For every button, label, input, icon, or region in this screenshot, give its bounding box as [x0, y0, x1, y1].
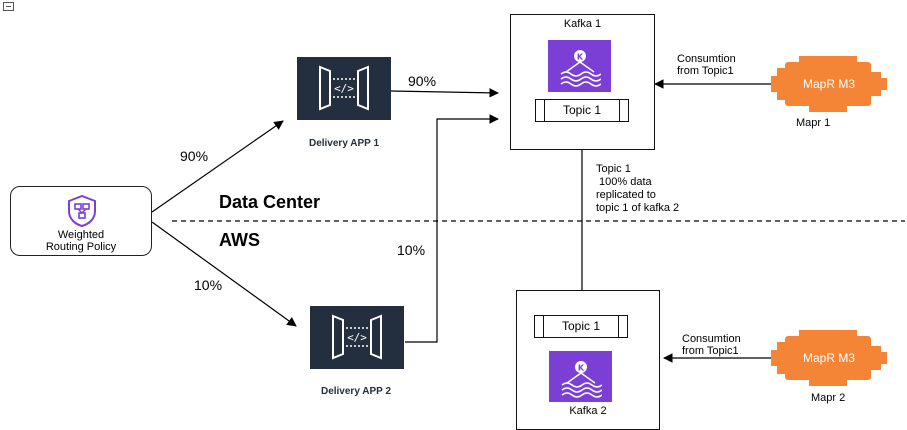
- replication-note-line4: topic 1 of kafka 2: [596, 202, 680, 214]
- policy-label-line1: Weighted: [57, 229, 105, 241]
- kafka1-topic-label: Topic 1: [562, 103, 602, 117]
- mapr2-node[interactable]: MapR M3: [771, 330, 887, 386]
- arrow-app1-kafka1: [390, 88, 499, 98]
- routing-policy-node[interactable]: Weighted Routing Policy: [10, 186, 152, 256]
- kafka2-topic-label: Topic 1: [561, 319, 601, 333]
- mapr1-consumption-line2: from Topic1: [677, 65, 734, 77]
- replication-note-line3: replicated to: [596, 189, 656, 201]
- mapr1-consumption-line1: Consumtion: [677, 53, 736, 65]
- engine-icon: [771, 56, 887, 112]
- replication-note-line2: 100% data: [596, 176, 652, 188]
- mapr2-consumption-line2: from Topic1: [682, 345, 739, 357]
- kafka1-topic[interactable]: Topic 1: [535, 99, 629, 122]
- mapr1-node[interactable]: MapR M3: [771, 56, 887, 112]
- delivery-app2-node[interactable]: </>: [310, 306, 404, 369]
- kafka1-title: Kafka 1: [563, 18, 602, 30]
- kafka2-title: Kafka 2: [569, 405, 607, 417]
- mapr2-badge: MapR M3: [802, 351, 855, 365]
- app1-to-kafka1-percent: 90%: [408, 73, 437, 89]
- arrow-app2-kafka1: [405, 114, 499, 343]
- app2-to-kafka1-percent: 10%: [397, 242, 426, 258]
- arrow-policy-app2: [151, 221, 297, 327]
- delivery-app1-label: Delivery APP 1: [308, 138, 380, 149]
- api-gateway-icon: </>: [319, 65, 369, 111]
- kafka-msk-icon: K: [549, 351, 612, 402]
- delivery-app2-label: Delivery APP 2: [320, 386, 392, 397]
- kafka2-container[interactable]: Topic 1 K Kafka 2: [516, 290, 660, 430]
- collapse-menu-icon[interactable]: [3, 2, 14, 11]
- svg-text:</>: </>: [334, 82, 354, 95]
- mapr1-name: Mapr 1: [796, 117, 831, 129]
- svg-text:K: K: [577, 53, 584, 62]
- kafka1-container[interactable]: Kafka 1 K Topic 1: [510, 14, 655, 150]
- zone-label-data-center: Data Center: [219, 192, 321, 212]
- mapr2-consumption-line1: Consumtion: [682, 333, 741, 345]
- delivery-app1-node[interactable]: </>: [297, 57, 391, 120]
- kafka-msk-icon: K: [548, 40, 611, 92]
- svg-text:K: K: [578, 364, 585, 373]
- svg-text:</>: </>: [347, 331, 367, 344]
- arrow-policy-app1: [151, 120, 284, 213]
- mapr1-badge: MapR M3: [802, 77, 855, 91]
- policy-label-line2: Routing Policy: [45, 241, 117, 253]
- engine-icon: [771, 330, 887, 386]
- kafka2-topic[interactable]: Topic 1: [534, 315, 628, 338]
- api-gateway-icon: </>: [332, 314, 382, 360]
- mapr2-name: Mapr 2: [811, 392, 846, 404]
- zone-label-aws: AWS: [219, 230, 261, 250]
- replication-note-line1: Topic 1: [596, 163, 631, 175]
- policy-to-app1-percent: 90%: [180, 148, 209, 164]
- routing-policy-icon: [68, 195, 96, 227]
- policy-to-app2-percent: 10%: [194, 277, 223, 293]
